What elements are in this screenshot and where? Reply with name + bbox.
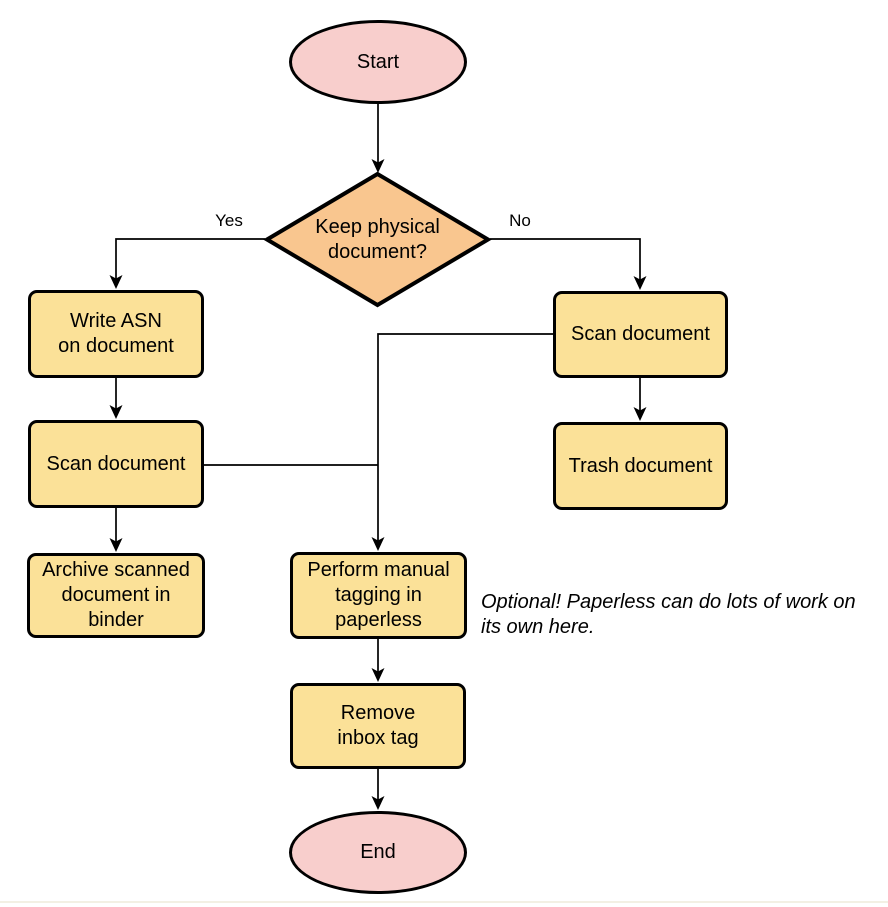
node-trash-label: Trash document xyxy=(568,454,713,477)
edge-tagging-to-remove-inbox xyxy=(371,639,385,682)
edge-scan-right-to-trash xyxy=(633,378,647,421)
edge-remove-inbox-to-end xyxy=(371,769,385,810)
edge-write-asn-to-scan-left xyxy=(109,378,123,419)
node-end-label: End xyxy=(360,841,396,863)
node-write-asn-label: Write ASN on document xyxy=(58,310,174,357)
node-trash: Trash document xyxy=(553,422,728,510)
node-scan-right: Scan document xyxy=(553,291,728,378)
edge-label-no: No xyxy=(509,211,531,230)
node-scan-left-label: Scan document xyxy=(46,452,186,475)
node-remove-inbox-label: Remove inbox tag xyxy=(337,702,419,749)
node-archive: Archive scanned document in binder xyxy=(27,553,205,638)
edge-decision-to-scan-right xyxy=(490,238,647,290)
edge-label-yes: Yes xyxy=(215,211,243,230)
arrowhead-icon xyxy=(109,538,123,552)
node-end: End xyxy=(289,811,467,894)
arrowhead-icon xyxy=(633,407,647,421)
node-scan-right-label: Scan document xyxy=(571,323,710,345)
edge-scan-right-to-tagging xyxy=(371,333,553,551)
node-decision-shape xyxy=(263,171,492,308)
arrowhead-icon xyxy=(371,537,385,551)
edge-scan-left-to-archive xyxy=(109,508,123,552)
annotation-optional: Optional! Paperless can do lots of work … xyxy=(481,591,856,638)
arrowhead-icon xyxy=(109,405,123,419)
arrowhead-icon xyxy=(371,796,385,810)
edge-decision-to-write-asn xyxy=(109,238,265,289)
node-tagging: Perform manual tagging in paperless xyxy=(290,552,467,639)
node-remove-inbox: Remove inbox tag xyxy=(290,683,466,769)
node-tagging-label: Perform manual tagging in paperless xyxy=(307,559,450,631)
edge-start-to-decision xyxy=(371,104,385,173)
node-decision: Keep physical document? xyxy=(267,174,488,305)
node-start: Start xyxy=(289,20,467,104)
node-scan-left: Scan document xyxy=(28,420,204,508)
node-decision-label: Keep physical document? xyxy=(315,215,440,263)
bottom-divider-line xyxy=(0,901,888,903)
node-start-label: Start xyxy=(356,50,400,73)
node-archive-label: Archive scanned document in binder xyxy=(42,559,190,631)
arrowhead-icon xyxy=(109,275,123,289)
arrowhead-icon xyxy=(371,668,385,682)
arrowhead-icon xyxy=(633,276,647,290)
arrowhead-icon xyxy=(371,159,385,173)
node-write-asn: Write ASN on document xyxy=(28,290,204,378)
